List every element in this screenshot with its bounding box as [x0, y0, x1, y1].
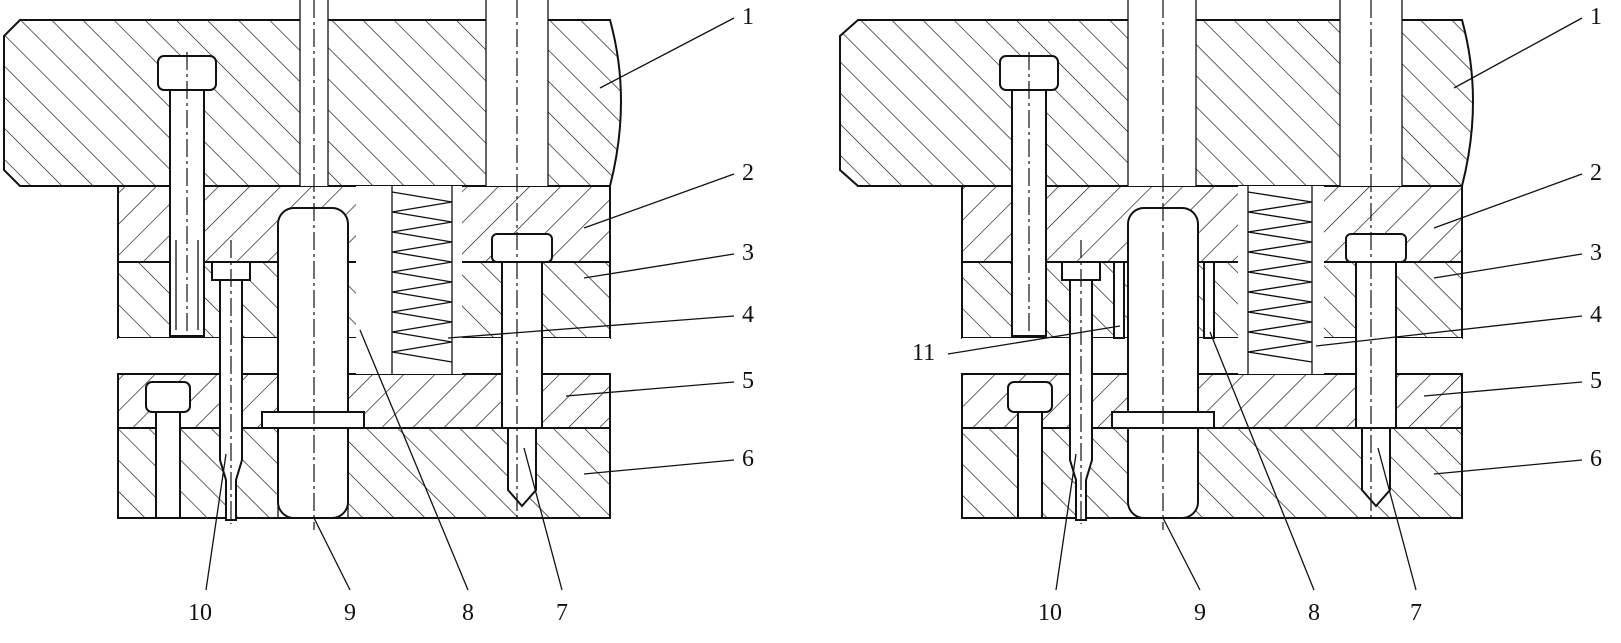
- screw-7: [501, 261, 543, 429]
- screw-bottom-r: [1017, 411, 1043, 519]
- screw-7-r: [1355, 261, 1397, 429]
- label-6: 6: [742, 446, 754, 472]
- screw-7-tip: [507, 427, 537, 508]
- spring-cavity-r: [1238, 186, 1324, 374]
- screw-7-head-r: [1345, 233, 1407, 263]
- screw-7-tip-r: [1361, 427, 1391, 508]
- right-labels: 1 2 3 4 5 6 7 8 9 10 11: [912, 4, 1602, 626]
- label-2: 2: [742, 160, 754, 186]
- spring-coil: [391, 191, 453, 363]
- label-7-r: 7: [1410, 600, 1422, 626]
- label-4-r: 4: [1590, 302, 1602, 328]
- label-9-r: 9: [1194, 600, 1206, 626]
- label-9: 9: [344, 600, 356, 626]
- label-8: 8: [462, 600, 474, 626]
- label-3-r: 3: [1590, 240, 1602, 266]
- label-11-r: 11: [912, 340, 935, 366]
- spring-coil-r: [1247, 191, 1313, 363]
- label-1: 1: [742, 4, 754, 30]
- screw-bottom: [155, 411, 181, 519]
- label-8-r: 8: [1308, 600, 1320, 626]
- screw-bottom-head: [145, 381, 191, 413]
- ring-11-right: [1203, 261, 1215, 339]
- screw-7-head: [491, 233, 553, 263]
- label-4: 4: [742, 302, 754, 328]
- label-3: 3: [742, 240, 754, 266]
- punch-9-collar: [261, 411, 365, 429]
- label-5: 5: [742, 368, 754, 394]
- screw-bottom-head-r: [1007, 381, 1053, 413]
- label-1-r: 1: [1590, 4, 1602, 30]
- label-7: 7: [556, 600, 568, 626]
- punch-9: [277, 207, 349, 519]
- label-2-r: 2: [1590, 160, 1602, 186]
- label-10: 10: [188, 600, 212, 626]
- label-5-r: 5: [1590, 368, 1602, 394]
- label-10-r: 10: [1038, 600, 1062, 626]
- label-6-r: 6: [1590, 446, 1602, 472]
- ring-11-left: [1113, 261, 1125, 339]
- bore-1-r: [1128, 0, 1196, 186]
- left-labels: 1 2 3 4 5 6 7 8 9 10: [188, 4, 754, 626]
- left-view: [3, 0, 622, 530]
- right-view: [839, 0, 1474, 530]
